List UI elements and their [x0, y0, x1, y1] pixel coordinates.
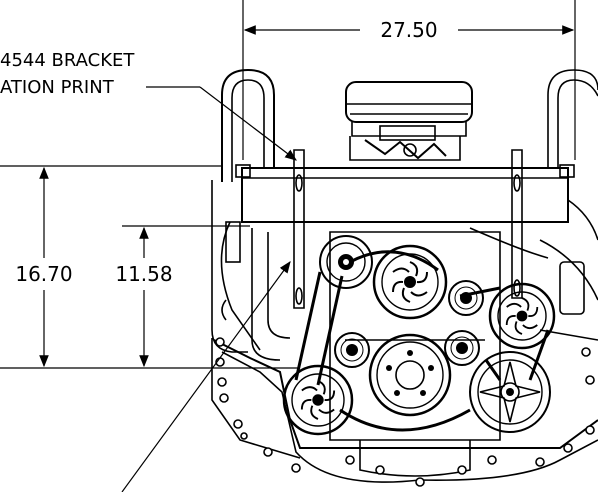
bracket-note-line1: 4544 BRACKET [0, 50, 135, 71]
lower-leader [121, 261, 291, 492]
pan-bolts [215, 337, 595, 487]
alternator-pulley [282, 364, 354, 436]
pulley-upper-left [319, 235, 373, 289]
width-dimension-label: 27.50 [380, 18, 437, 42]
overall-height-label: 16.70 [15, 262, 72, 286]
power-steering-pulley [488, 282, 556, 350]
overall-height-dimension: 16.70 [0, 165, 300, 369]
alternator [469, 351, 551, 433]
width-dimension: 27.50 [242, 0, 576, 160]
idler-pulley-left [334, 332, 370, 368]
water-pump-pulley [372, 244, 448, 320]
idler-pulley-right [444, 330, 480, 366]
mount-height-dimension: 11.58 [115, 225, 250, 368]
bracket-note: 4544 BRACKET ATION PRINT [0, 50, 297, 161]
engine-body [211, 68, 598, 483]
crank-pulley [368, 333, 452, 417]
idler-pulley-right-upper [448, 280, 484, 316]
drive-belt [294, 250, 550, 432]
bracket-note-line2: ATION PRINT [0, 77, 115, 98]
mount-height-label: 11.58 [115, 262, 172, 286]
